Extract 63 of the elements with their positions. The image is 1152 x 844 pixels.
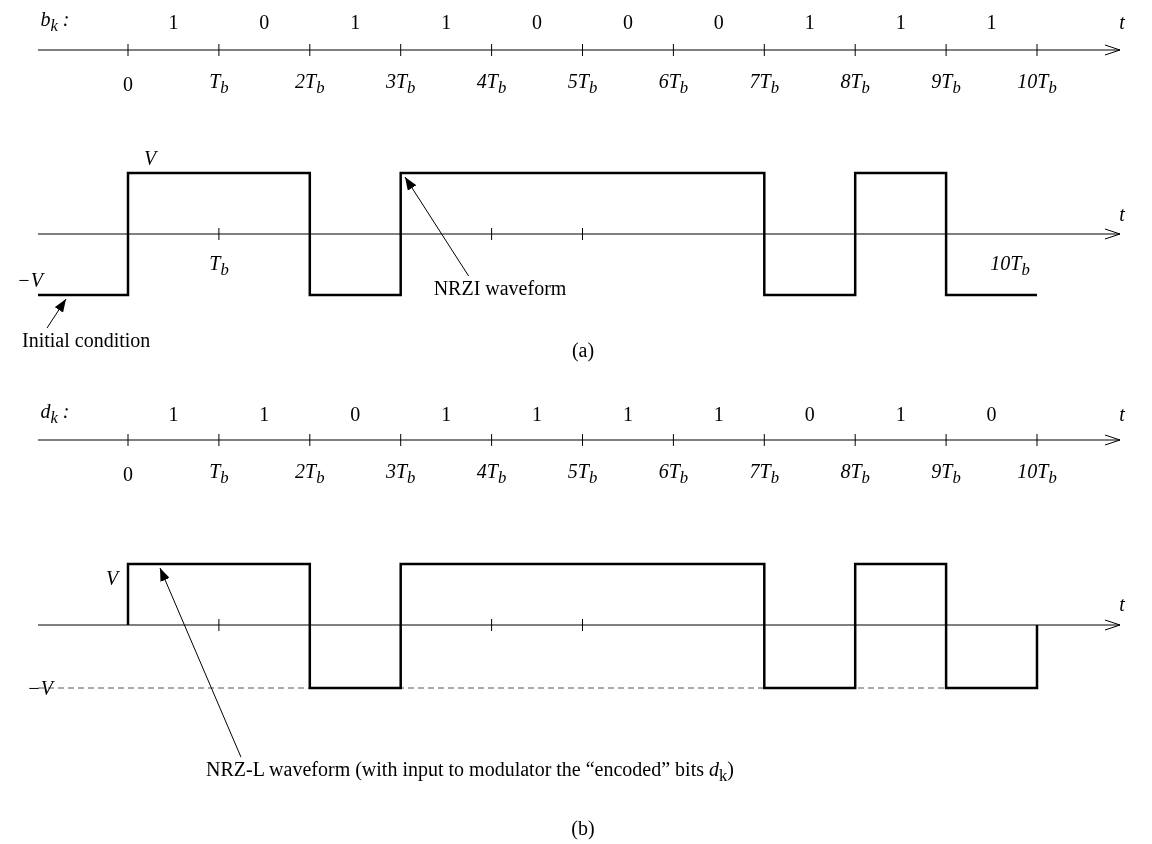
tick-label: 10T$_{b}$ <box>990 253 1030 279</box>
bit-value: 1 <box>804 12 815 32</box>
tick-label: 8T$_{b}$ <box>840 71 870 97</box>
axis-label: t <box>1119 594 1125 614</box>
bit-value: 0 <box>804 404 815 424</box>
axis-label: t <box>1119 12 1125 32</box>
tick-label: 0 <box>123 464 133 484</box>
tick-label: T$_{b}$ <box>209 461 229 487</box>
tick-label: 3T$_{b}$ <box>385 461 416 487</box>
tick-label: 4T$_{b}$ <box>476 461 507 487</box>
bit-value: 1 <box>259 404 270 424</box>
tick-label: 9T$_{b}$ <box>931 461 961 487</box>
axis-label: t <box>1119 204 1125 224</box>
bit-value: 1 <box>532 404 543 424</box>
leader-line <box>159 567 242 758</box>
tick-label: 3T$_{b}$ <box>385 71 416 97</box>
bit-value: 0 <box>259 12 270 32</box>
leader-line <box>46 298 67 329</box>
annotation-text: Initial condition <box>22 330 151 350</box>
tick-label: 6T$_{b}$ <box>658 461 689 487</box>
bit-value: 0 <box>622 12 633 32</box>
bit-value: 1 <box>441 12 452 32</box>
bit-value: 1 <box>986 12 997 32</box>
bit-value: 0 <box>713 12 724 32</box>
leader-line <box>404 176 470 277</box>
tick-label: 2T$_{b}$ <box>295 461 325 487</box>
annotation-text: NRZ-L waveform (with input to modulator the “encoded” bits d$_{k}$) <box>206 759 734 785</box>
annotation-text: NRZI waveform <box>433 278 567 298</box>
tick-label: 10T$_{b}$ <box>1017 71 1057 97</box>
axis-label: t <box>1119 404 1125 424</box>
panel-label: (a) <box>571 340 595 360</box>
tick-label: 0 <box>123 74 133 94</box>
axis-label: d$_{k}$ : <box>40 401 70 427</box>
bit-value: 1 <box>350 12 361 32</box>
bit-value: 1 <box>895 404 906 424</box>
bit-value: 1 <box>441 404 452 424</box>
level-label: −V <box>17 270 43 290</box>
bit-value: 1 <box>168 404 179 424</box>
level-label: V <box>143 148 157 168</box>
tick-label: 7T$_{b}$ <box>749 461 779 487</box>
tick-label: 7T$_{b}$ <box>749 71 779 97</box>
bit-value: 0 <box>986 404 997 424</box>
tick-label: 8T$_{b}$ <box>840 461 870 487</box>
level-label: −V <box>27 678 53 698</box>
tick-label: 6T$_{b}$ <box>658 71 689 97</box>
tick-label: 9T$_{b}$ <box>931 71 961 97</box>
level-label: V <box>105 568 119 588</box>
tick-label: T$_{b}$ <box>209 253 229 279</box>
bit-value: 1 <box>895 12 906 32</box>
tick-label: 5T$_{b}$ <box>567 461 598 487</box>
panel-label: (b) <box>571 818 595 838</box>
tick-label: 4T$_{b}$ <box>476 71 507 97</box>
axis-label: b$_{k}$ : <box>40 9 70 35</box>
bit-value: 0 <box>532 12 543 32</box>
bit-value: 1 <box>622 404 633 424</box>
bit-value: 1 <box>168 12 179 32</box>
tick-label: T$_{b}$ <box>209 71 229 97</box>
tick-label: 5T$_{b}$ <box>567 71 598 97</box>
bit-value: 0 <box>350 404 361 424</box>
bit-value: 1 <box>713 404 724 424</box>
tick-label: 10T$_{b}$ <box>1017 461 1057 487</box>
waveform <box>126 562 1039 690</box>
tick-label: 2T$_{b}$ <box>295 71 325 97</box>
